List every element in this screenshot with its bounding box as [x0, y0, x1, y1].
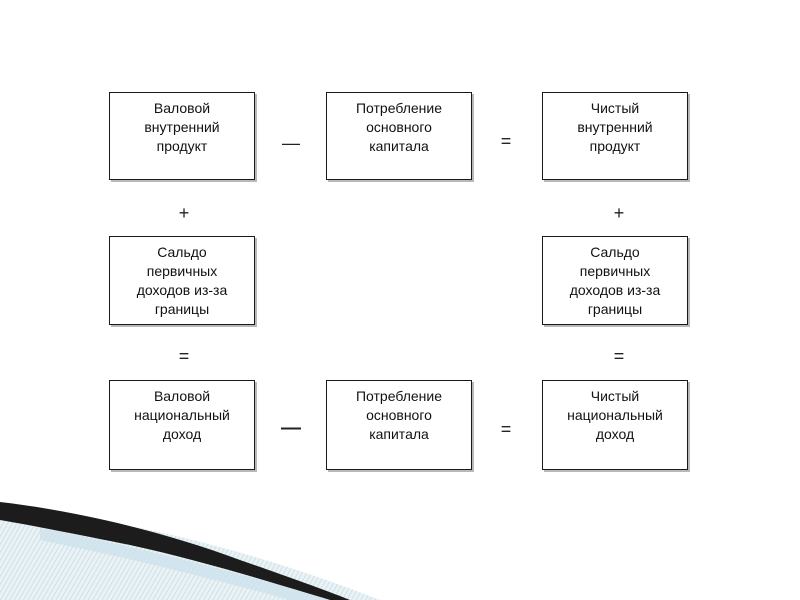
operator-minus-bottom-text: —: [281, 417, 301, 439]
operator-plus-left-text: +: [178, 203, 190, 223]
box-primary-income-balance-right-label: Сальдо первичных доходов из-за границы: [569, 244, 661, 317]
operator-plus-left: +: [164, 204, 204, 222]
operator-plus-right-text: +: [613, 203, 625, 223]
box-primary-income-balance-left-label: Сальдо первичных доходов из-за границы: [136, 244, 228, 317]
swoosh-dark-band: [0, 502, 350, 600]
operator-equals-top-text: =: [500, 131, 512, 151]
box-gross-domestic-product-label: Валовой внутренний продукт: [144, 100, 220, 154]
operator-equals-bottom-text: =: [500, 419, 512, 439]
box-capital-consumption-bottom: Потребление основного капитала: [326, 380, 472, 470]
operator-equals-bottom: =: [486, 420, 526, 438]
box-gross-national-income: Валовой национальный доход: [109, 380, 255, 470]
box-primary-income-balance-right: Сальдо первичных доходов из-за границы: [542, 236, 688, 325]
operator-equals-right: =: [599, 347, 639, 365]
box-capital-consumption-top-label: Потребление основного капитала: [355, 100, 443, 154]
swoosh-accent-band: [40, 528, 330, 600]
box-gross-domestic-product: Валовой внутренний продукт: [109, 92, 255, 180]
box-gross-national-income-label: Валовой национальный доход: [134, 388, 230, 442]
operator-minus-top: —: [271, 134, 311, 152]
box-primary-income-balance-left: Сальдо первичных доходов из-за границы: [109, 236, 255, 325]
swoosh-light-band: [0, 505, 380, 600]
operator-minus-top-text: —: [282, 133, 300, 153]
operator-equals-right-text: =: [613, 346, 625, 366]
box-net-domestic-product: Чистый внутренний продукт: [542, 92, 688, 180]
operator-minus-bottom: —: [271, 417, 311, 439]
operator-equals-top: =: [486, 132, 526, 150]
operator-equals-left: =: [164, 347, 204, 365]
box-capital-consumption-top: Потребление основного капитала: [326, 92, 472, 180]
box-net-domestic-product-label: Чистый внутренний продукт: [577, 100, 653, 154]
box-net-national-income-label: Чистый национальный доход: [567, 388, 663, 442]
operator-plus-right: +: [599, 204, 639, 222]
operator-equals-left-text: =: [178, 346, 190, 366]
box-net-national-income: Чистый национальный доход: [542, 380, 688, 470]
box-capital-consumption-bottom-label: Потребление основного капитала: [355, 388, 443, 442]
